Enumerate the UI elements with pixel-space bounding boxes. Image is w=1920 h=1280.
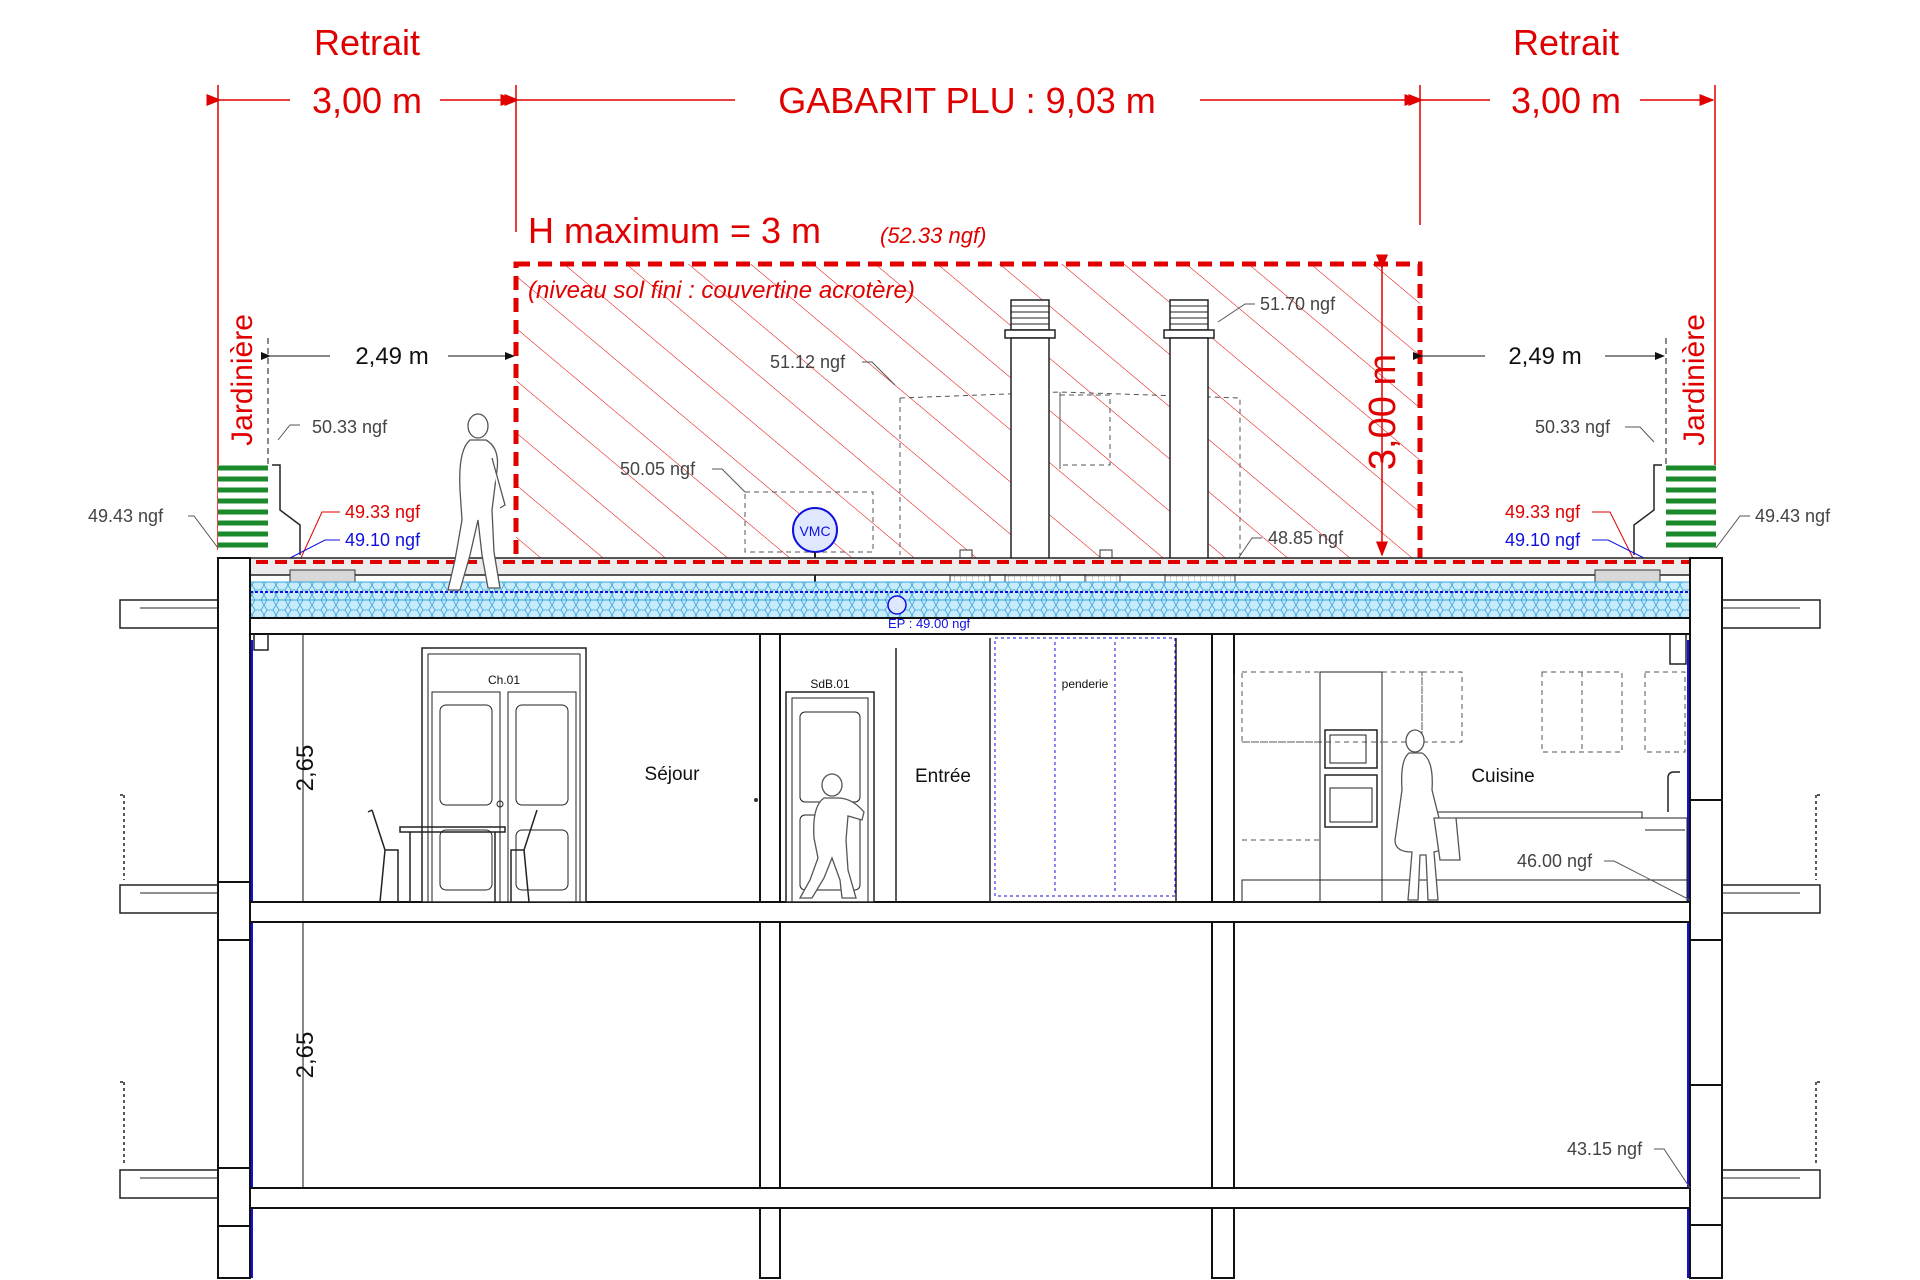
kitchen-base-run <box>1241 771 1688 903</box>
level-right-49-33: 49.33 ngf <box>1505 502 1581 522</box>
planter-right <box>1666 465 1716 555</box>
vmc-label: VMC <box>799 523 830 539</box>
chimney-right <box>1163 299 1215 561</box>
level-46-00: 46.00 ngf <box>1517 851 1593 871</box>
roof-slab: EP : 49.00 ngf <box>217 557 1719 635</box>
room-sejour-label: Séjour <box>645 764 701 785</box>
hmax-title: H maximum = 3 m <box>528 210 821 251</box>
hmax-vertical-dim: 3,00 m <box>1362 354 1404 470</box>
person-roof <box>447 413 506 591</box>
person-entree <box>798 773 865 899</box>
room-cuisine: Cuisine 46.00 ngf <box>1241 671 1691 903</box>
hmax-note: (niveau sol fini : couvertine acrotère) <box>528 277 915 304</box>
side-annotations: Jardinière Jardinière 2,49 m 2,49 m <box>218 314 1716 555</box>
jardiniere-right-label: Jardinière <box>1678 314 1711 446</box>
room-entree: SdB.01 Entrée penderie <box>785 637 1176 903</box>
height-envelope: H maximum = 3 m (52.33 ngf) (niveau sol … <box>513 210 1423 564</box>
level-left-49-43: 49.43 ngf <box>88 506 164 526</box>
level-left-49-33: 49.33 ngf <box>345 502 421 522</box>
room-ch01-label: Ch.01 <box>488 673 520 687</box>
level-43-15: 43.15 ngf <box>1567 1139 1643 1159</box>
storey-upper-height: 2,65 <box>292 745 319 792</box>
level-ep: EP : 49.00 ngf <box>888 616 971 631</box>
gabarit-plu-label: GABARIT PLU : 9,03 m <box>778 80 1155 121</box>
double-door-ch01 <box>421 647 587 903</box>
retrait-left-title: Retrait <box>314 22 420 63</box>
retrait-right-title: Retrait <box>1513 22 1619 63</box>
room-entree-label: Entrée <box>915 766 971 787</box>
building-structure <box>119 557 1821 1279</box>
level-51-12: 51.12 ngf <box>770 352 846 372</box>
level-50-05: 50.05 ngf <box>620 459 696 479</box>
storey-lower-height: 2,65 <box>292 1032 319 1079</box>
hmax-ngf: (52.33 ngf) <box>880 223 986 248</box>
dining-table <box>367 809 538 903</box>
storey-dims: 2,65 2,65 <box>292 634 319 1189</box>
level-48-85: 48.85 ngf <box>1268 528 1344 548</box>
top-dimensions: Retrait 3,00 m GABARIT PLU : 9,03 m Retr… <box>206 22 1716 550</box>
door-sdb01 <box>785 691 875 903</box>
kitchen-upper-cabinets <box>1241 671 1686 880</box>
person-cuisine <box>1394 729 1461 901</box>
kitchen-oven-column <box>1319 671 1383 903</box>
side-dim-left: 2,49 m <box>355 343 428 370</box>
wardrobe-penderie <box>994 637 1176 897</box>
level-right-49-43: 49.43 ngf <box>1755 506 1831 526</box>
chimney-left <box>1004 299 1056 561</box>
level-51-70: 51.70 ngf <box>1260 294 1336 314</box>
room-sejour: Ch.01 Séjour <box>367 647 758 903</box>
room-sdb01-label: SdB.01 <box>810 677 850 691</box>
retrait-right-value: 3,00 m <box>1511 80 1621 121</box>
level-left-49-10: 49.10 ngf <box>345 530 421 550</box>
retrait-left-value: 3,00 m <box>312 80 422 121</box>
level-right-49-10: 49.10 ngf <box>1505 530 1581 550</box>
planter-left <box>218 465 268 555</box>
room-penderie-label: penderie <box>1062 677 1109 691</box>
side-dim-right: 2,49 m <box>1508 343 1581 370</box>
level-right-50-33: 50.33 ngf <box>1535 417 1611 437</box>
level-left-50-33: 50.33 ngf <box>312 417 388 437</box>
jardiniere-left-label: Jardinière <box>226 314 259 446</box>
room-cuisine-label: Cuisine <box>1471 766 1534 787</box>
